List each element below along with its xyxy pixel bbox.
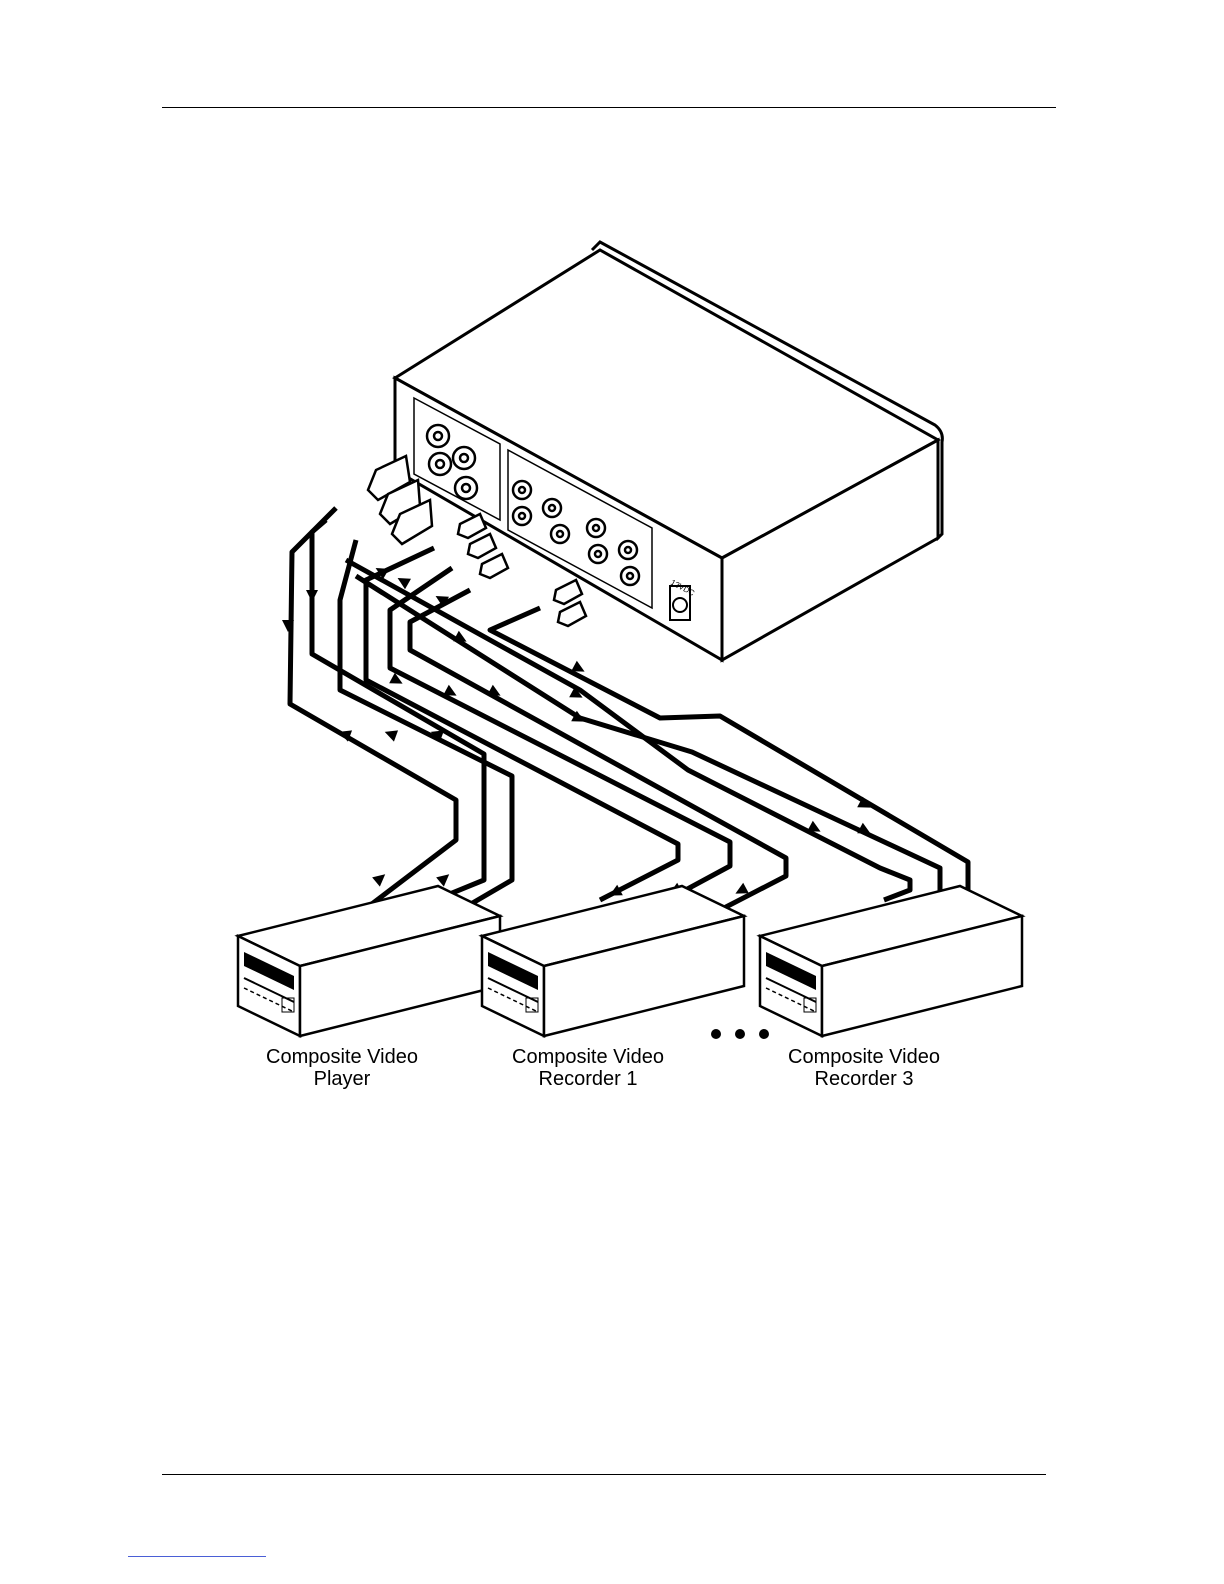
- ellipsis-dots: [711, 1029, 769, 1039]
- label-recorder-1-line2: Recorder 1: [458, 1068, 718, 1090]
- label-player-line1: Composite Video: [212, 1046, 472, 1068]
- label-recorder-1-line1: Composite Video: [458, 1046, 718, 1068]
- footer-rule: [162, 1474, 1046, 1475]
- label-player: Composite Video Player: [212, 1046, 472, 1090]
- label-player-line2: Player: [212, 1068, 472, 1090]
- label-recorder-3-line1: Composite Video: [734, 1046, 994, 1068]
- device-recorder-3: [760, 886, 1022, 1036]
- label-recorder-3-line2: Recorder 3: [734, 1068, 994, 1090]
- device-recorder-1: [482, 886, 744, 1036]
- label-recorder-3: Composite Video Recorder 3: [734, 1046, 994, 1090]
- footer-link-underline[interactable]: [128, 1556, 266, 1557]
- label-recorder-1: Composite Video Recorder 1: [458, 1046, 718, 1090]
- switcher-unit: 12VDC: [395, 242, 942, 660]
- device-player: [238, 886, 500, 1036]
